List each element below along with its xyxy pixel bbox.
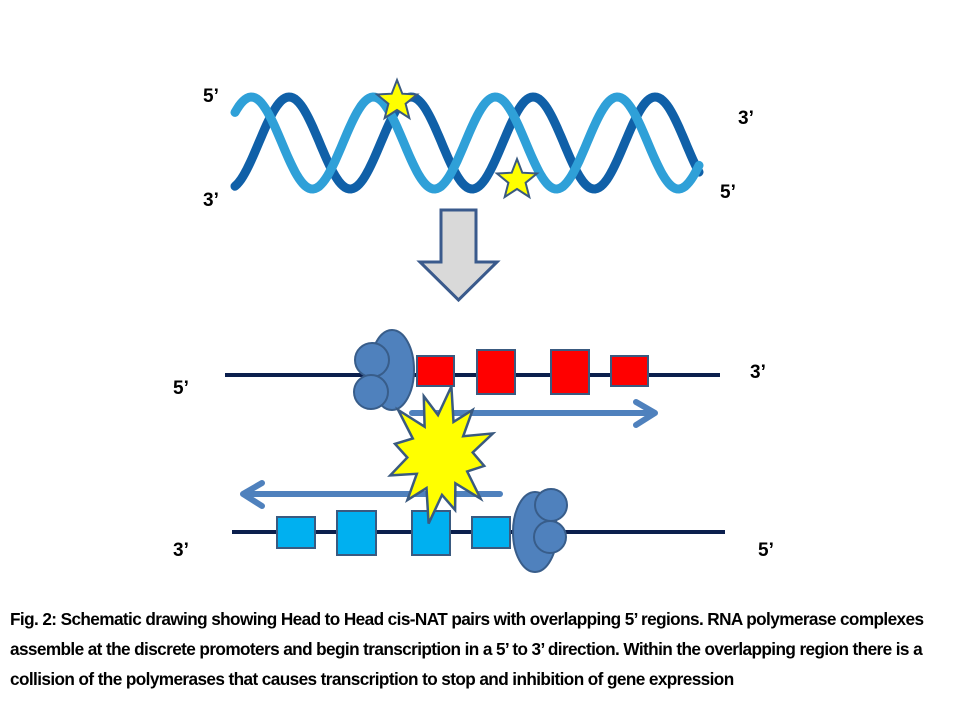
dna-helix: [230, 92, 704, 194]
collision-burst-icon: [387, 385, 497, 525]
rna-polymerase-bottom: [512, 488, 568, 573]
caption-label: Fig. 2:: [10, 609, 57, 629]
gene-label-top-left: 5’: [173, 378, 189, 399]
helix-strand-dark: [230, 92, 704, 194]
transcription-arrow-reverse: [240, 480, 503, 509]
gene-label-top-right: 3’: [750, 362, 766, 383]
helix-strand-light: [230, 92, 704, 194]
gene-label-bottom-right: 5’: [758, 540, 774, 561]
bottom-exon: [471, 516, 511, 549]
top-exon: [550, 349, 590, 395]
top-exon: [416, 355, 455, 387]
rna-polymerase-top: [353, 329, 415, 411]
dna-label-bottom-right: 5’: [720, 182, 736, 203]
bottom-exon: [336, 510, 377, 556]
dna-label-top-right: 3’: [738, 108, 754, 129]
top-exon: [610, 355, 649, 387]
bottom-exon: [276, 516, 316, 549]
arrow-down-icon: [416, 208, 501, 303]
dna-label-top-left: 5’: [203, 86, 219, 107]
dna-label-bottom-left: 3’: [203, 190, 219, 211]
caption-text: Schematic drawing showing Head to Head c…: [10, 609, 924, 689]
top-exon: [476, 349, 516, 395]
gene-label-bottom-left: 3’: [173, 540, 189, 561]
star-icon: [494, 156, 540, 200]
diagram-canvas: [225, 77, 725, 573]
star-icon: [374, 77, 420, 121]
figure-caption: Fig. 2: Schematic drawing showing Head t…: [10, 604, 955, 694]
